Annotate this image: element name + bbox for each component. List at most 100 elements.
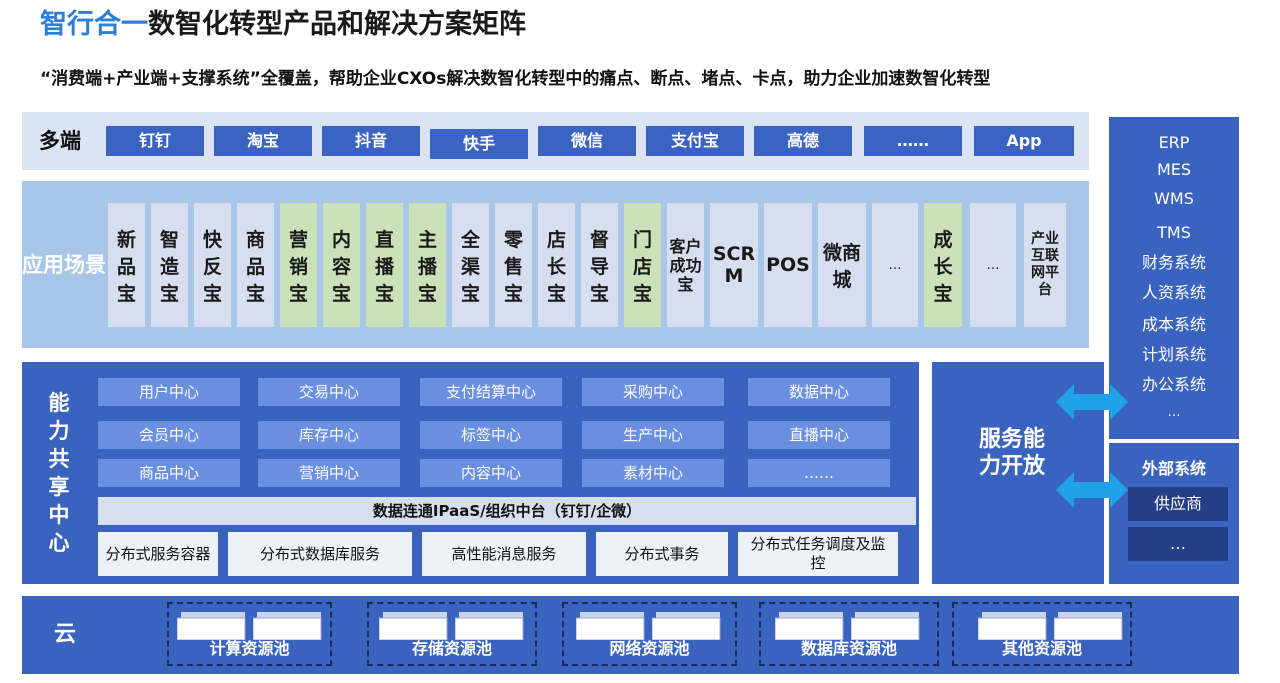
server-icon — [774, 612, 847, 641]
system-more[interactable]: … — [1167, 405, 1181, 420]
pool-network-label: 网络资源池 — [609, 639, 690, 658]
app-lingshoubao[interactable]: 零售宝 — [495, 203, 532, 327]
pool-other-label: 其他资源池 — [1001, 639, 1082, 658]
pool-compute-label: 计算资源池 — [209, 639, 290, 658]
cap-live-center[interactable]: 直播中心 — [748, 421, 890, 449]
channel-amap[interactable]: 高德 — [754, 126, 852, 156]
system-office[interactable]: 办公系统 — [1141, 375, 1206, 394]
cap-tag-center[interactable]: 标签中心 — [420, 421, 562, 449]
app-chengzhangbao[interactable]: 成长宝 — [924, 203, 962, 327]
system-finance[interactable]: 财务系统 — [1141, 253, 1206, 272]
multi-end-band: 多端 钉钉 淘宝 抖音 快手 微信 支付宝 高德 …… App — [22, 112, 1089, 170]
app-zhibobao[interactable]: 直播宝 — [366, 203, 403, 327]
app-dudaobao[interactable]: 督导宝 — [581, 203, 618, 327]
server-icon — [977, 612, 1050, 641]
bidirectional-arrow-systems-icon — [1056, 384, 1128, 420]
system-planning[interactable]: 计划系统 — [1141, 345, 1206, 364]
app-zhizaobao[interactable]: 智造宝 — [151, 203, 188, 327]
app-yingxiaobao[interactable]: 营销宝 — [280, 203, 317, 327]
channel-dingtalk[interactable]: 钉钉 — [106, 126, 204, 156]
app-kehuchenggongbao[interactable]: 客户成功宝 — [667, 203, 704, 327]
app-pos[interactable]: POS — [764, 203, 812, 327]
system-hr[interactable]: 人资系统 — [1141, 283, 1206, 302]
pool-network[interactable]: 网络资源池 — [562, 602, 737, 666]
channel-douyin[interactable]: 抖音 — [322, 126, 420, 156]
pool-compute[interactable]: 计算资源池 — [167, 602, 332, 666]
multi-end-label: 多端 — [39, 129, 81, 153]
server-icon — [176, 612, 249, 641]
channel-wechat[interactable]: 微信 — [538, 126, 636, 156]
server-icon — [454, 612, 527, 641]
server-icon — [378, 612, 451, 641]
cloud-label: 云 — [53, 622, 76, 647]
capability-center-label: 能力共享中心 — [48, 391, 70, 555]
pool-storage-label: 存储资源池 — [411, 639, 492, 658]
app-xinpinbao[interactable]: 新品宝 — [108, 203, 145, 327]
pool-other[interactable]: 其他资源池 — [952, 602, 1132, 666]
app-scrm[interactable]: SCRM — [710, 203, 758, 327]
page-title: 智行合一数智化转型产品和解决方案矩阵 — [40, 6, 526, 44]
app-more-1[interactable]: … — [872, 203, 918, 327]
cap-material-center[interactable]: 素材中心 — [582, 459, 724, 487]
app-scenarios-band: 应用场景 新品宝 智造宝 快反宝 商品宝 营销宝 内容宝 直播宝 主播宝 全渠宝… — [22, 181, 1089, 348]
cap-marketing-center[interactable]: 营销中心 — [258, 459, 400, 487]
cap-trade-center[interactable]: 交易中心 — [258, 378, 400, 406]
channel-taobao[interactable]: 淘宝 — [214, 126, 312, 156]
system-tms[interactable]: TMS — [1157, 223, 1191, 242]
cap-purchase-center[interactable]: 采购中心 — [582, 378, 724, 406]
app-chanye-hulianwang[interactable]: 产业互联网平台 — [1024, 203, 1066, 327]
dist-database-service[interactable]: 分布式数据库服务 — [228, 532, 412, 576]
title-rest: 数智化转型产品和解决方案矩阵 — [148, 9, 526, 40]
title-highlight: 智行合一 — [40, 9, 148, 40]
channel-alipay[interactable]: 支付宝 — [646, 126, 744, 156]
dist-service-container[interactable]: 分布式服务容器 — [98, 532, 218, 576]
cap-product-center[interactable]: 商品中心 — [98, 459, 240, 487]
dist-transaction[interactable]: 分布式事务 — [596, 532, 728, 576]
cap-data-center[interactable]: 数据中心 — [748, 378, 890, 406]
server-icon — [575, 612, 648, 641]
cap-more[interactable]: …… — [748, 459, 890, 487]
internal-systems-band: ERP MES WMS TMS 财务系统 人资系统 成本系统 计划系统 办公系统… — [1109, 117, 1239, 439]
external-systems-band: 外部系统 供应商 … — [1109, 443, 1239, 584]
channel-kuaishou[interactable]: 快手 — [430, 129, 528, 159]
app-more-2[interactable]: … — [970, 203, 1016, 327]
system-erp[interactable]: ERP — [1158, 133, 1190, 152]
pool-database-label: 数据库资源池 — [800, 639, 897, 658]
system-mes[interactable]: MES — [1156, 160, 1192, 179]
app-dianzhangbao[interactable]: 店长宝 — [538, 203, 575, 327]
service-open-label: 服务能力开放 — [978, 427, 1045, 479]
app-shangpinbao[interactable]: 商品宝 — [237, 203, 274, 327]
cap-user-center[interactable]: 用户中心 — [98, 378, 240, 406]
app-mendianbao[interactable]: 门店宝 — [624, 203, 661, 327]
server-icon — [1053, 612, 1126, 641]
cap-content-center[interactable]: 内容中心 — [420, 459, 562, 487]
channel-more[interactable]: …… — [864, 126, 962, 156]
app-neirongbao[interactable]: 内容宝 — [323, 203, 360, 327]
ipaas-bar[interactable]: 数据连通IPaaS/组织中台（钉钉/企微） — [98, 497, 916, 525]
server-icon — [252, 612, 325, 641]
cap-inventory-center[interactable]: 库存中心 — [258, 421, 400, 449]
pool-database[interactable]: 数据库资源池 — [759, 602, 939, 666]
external-supplier[interactable]: 供应商 — [1128, 487, 1228, 521]
external-more[interactable]: … — [1128, 527, 1228, 561]
app-zhubobao[interactable]: 主播宝 — [409, 203, 446, 327]
app-quanqubao[interactable]: 全渠宝 — [452, 203, 489, 327]
app-scenarios-label: 应用场景 — [22, 252, 106, 277]
system-cost[interactable]: 成本系统 — [1141, 315, 1206, 334]
system-wms[interactable]: WMS — [1154, 189, 1194, 208]
capability-center-band: 能力共享中心 用户中心 交易中心 支付结算中心 采购中心 数据中心 会员中心 库… — [22, 362, 919, 584]
cap-production-center[interactable]: 生产中心 — [582, 421, 724, 449]
bidirectional-arrow-external-icon — [1056, 472, 1128, 508]
dist-task-scheduling[interactable]: 分布式任务调度及监控 — [738, 532, 898, 576]
subtitle: “消费端+产业端+支撑系统”全覆盖，帮助企业CXOs解决数智化转型中的痛点、断点… — [40, 69, 991, 89]
pool-storage[interactable]: 存储资源池 — [367, 602, 537, 666]
cap-member-center[interactable]: 会员中心 — [98, 421, 240, 449]
channel-app[interactable]: App — [974, 126, 1074, 156]
cap-payment-center[interactable]: 支付结算中心 — [420, 378, 562, 406]
dist-message-service[interactable]: 高性能消息服务 — [422, 532, 586, 576]
server-icon — [651, 612, 724, 641]
cloud-band: 云 计算资源池 存储资源池 网络资源池 数据库资源池 其他资源池 — [22, 596, 1239, 674]
external-systems-title: 外部系统 — [1141, 459, 1206, 478]
app-kuaifanbao[interactable]: 快反宝 — [194, 203, 231, 327]
app-weishangcheng[interactable]: 微商城 — [818, 203, 866, 327]
